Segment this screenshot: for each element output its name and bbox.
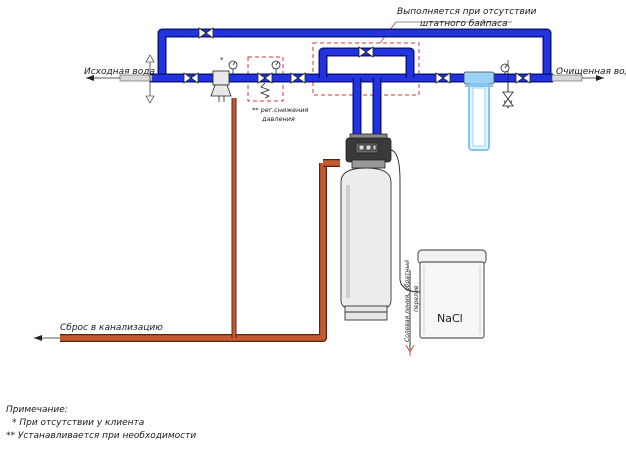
notes-title: Примечание: bbox=[6, 405, 68, 415]
inlet-stub bbox=[86, 54, 155, 104]
valve-bypass-top bbox=[198, 27, 214, 39]
bypass-note-line2: штатного байпаса bbox=[420, 19, 508, 29]
pressure-gauge-regulator bbox=[271, 60, 281, 74]
outlet-label: Очищенная вода bbox=[556, 67, 626, 77]
note-item-1: * При отсутствии у клиента bbox=[12, 418, 145, 428]
strainer-filter bbox=[210, 70, 232, 102]
inlet-label: Исходная вода bbox=[84, 67, 155, 77]
salt-label: NaCl bbox=[437, 312, 463, 325]
pressure-reducer bbox=[257, 72, 273, 99]
valve-bypass-inline bbox=[290, 72, 306, 84]
valve-sample bbox=[502, 82, 514, 107]
mark-strainer: * bbox=[220, 56, 224, 64]
valve-inlet bbox=[183, 72, 199, 84]
brine-line-line2: перелив bbox=[413, 285, 420, 312]
notes-block: Примечание: * При отсутствии у клиента *… bbox=[6, 404, 196, 443]
pressure-gauge-inlet bbox=[228, 60, 238, 74]
bypass-note-line1: Выполняется при отсутствии bbox=[397, 7, 537, 17]
brine-tank bbox=[417, 249, 487, 339]
note-item-2: ** Устанавливается при необходимости bbox=[6, 431, 197, 441]
main-pipe bbox=[150, 28, 553, 135]
regulator-note-line1: ** рег.снижения bbox=[252, 106, 309, 114]
pressure-gauge-outlet bbox=[500, 63, 510, 74]
regulator-note-line2: давления bbox=[261, 115, 295, 123]
brine-line-line1: Солевая линия, обратный bbox=[404, 260, 411, 342]
mineral-tank bbox=[340, 167, 392, 321]
valve-bypass-mid bbox=[358, 46, 374, 58]
drain-pipe bbox=[34, 98, 340, 342]
valve-outlet-1 bbox=[435, 72, 451, 84]
drain-label: Сброс в канализацию bbox=[60, 323, 163, 333]
brine-tube bbox=[390, 149, 421, 356]
control-valve bbox=[345, 133, 392, 169]
valve-outlet-2 bbox=[515, 72, 531, 84]
cartridge-filter bbox=[463, 71, 495, 151]
